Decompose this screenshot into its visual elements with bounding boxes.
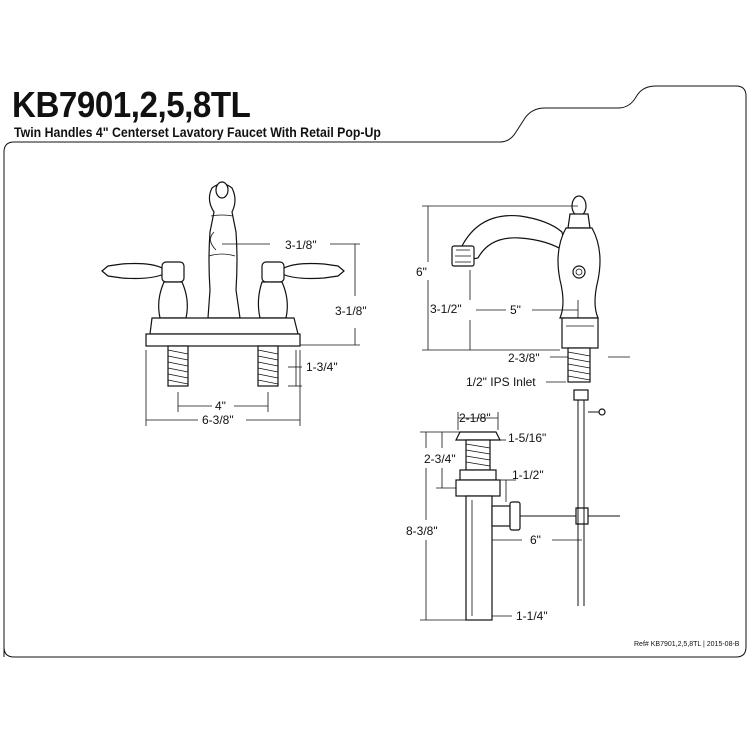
dim-overall-width: 6-3/8" [202, 413, 234, 427]
dim-spout-reach: 5" [510, 303, 521, 317]
dim-flange-to-nut: 2-3/4" [424, 452, 456, 466]
dim-handle-spacing: 3-1/8" [285, 238, 317, 252]
dim-overall-length: 8-3/8" [406, 524, 438, 538]
dim-lift-rod-reach: 6" [530, 533, 541, 547]
product-description: Twin Handles 4" Centerset Lavatory Fauce… [14, 124, 381, 140]
model-number-title: KB7901,2,5,8TL [12, 84, 251, 125]
dim-overall-height: 6" [416, 265, 427, 279]
dim-tailpiece-diameter: 1-1/4" [516, 609, 548, 623]
dim-flange-diameter: 2-1/8" [459, 411, 491, 425]
popup-dimensions [420, 412, 582, 621]
dim-shank-length: 1-3/4" [306, 360, 338, 374]
drawing-frame [3, 85, 747, 658]
front-view-faucet [101, 181, 345, 387]
dim-spout-height: 3-1/2" [430, 302, 462, 316]
dim-front-height: 3-1/8" [335, 304, 367, 318]
front-view-dimensions [145, 243, 360, 426]
dim-inlet: 1/2" IPS Inlet [466, 375, 536, 389]
side-view-dimensions [422, 205, 630, 383]
dim-center-spacing: 4" [215, 399, 226, 413]
reference-number: Ref# KB7901,2,5,8TL | 2015-08-B [634, 641, 740, 648]
dim-deck-thickness: 2-3/8" [508, 351, 540, 365]
dim-body-diameter: 1-5/16" [508, 431, 546, 445]
dim-nut-to-rod: 1-1/2" [512, 468, 544, 482]
popup-drain-assembly [455, 389, 620, 621]
